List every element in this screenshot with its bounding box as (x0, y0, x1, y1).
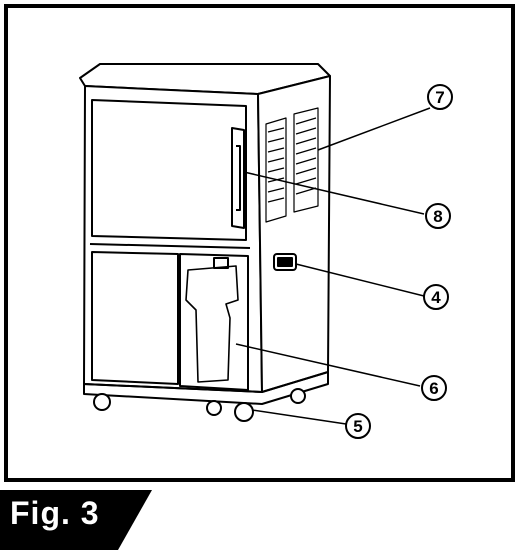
callout-circle (421, 375, 447, 401)
wheel (290, 388, 306, 404)
figure-label-banner (0, 490, 152, 550)
side-grille (265, 107, 319, 223)
side-handle (273, 253, 297, 271)
leader-line-8 (243, 171, 425, 215)
callout-circle (425, 203, 451, 229)
figure-frame (4, 4, 515, 482)
front-lower-panel (91, 251, 179, 385)
callout-circle (423, 284, 449, 310)
water-tank-compartment (179, 253, 249, 391)
callout-circle (345, 413, 371, 439)
callout-8: 8 (433, 207, 442, 226)
figure-label: Fig. 3 (10, 495, 100, 531)
callout-5: 5 (353, 417, 362, 436)
callout-4: 4 (431, 288, 441, 307)
leader-line-5 (251, 409, 347, 425)
leader-line-4 (295, 263, 425, 297)
wheel (93, 393, 111, 411)
front-upper-panel (91, 99, 247, 241)
leader-line-7 (317, 107, 431, 151)
leader-line-6 (235, 343, 421, 387)
callout-6: 6 (429, 379, 438, 398)
wheel (234, 402, 254, 422)
water-tank (185, 265, 239, 383)
unit-base (83, 371, 329, 405)
callout-7: 7 (435, 88, 444, 107)
callout-circle (427, 84, 453, 110)
wheel (206, 400, 222, 416)
upper-handle (231, 127, 245, 229)
